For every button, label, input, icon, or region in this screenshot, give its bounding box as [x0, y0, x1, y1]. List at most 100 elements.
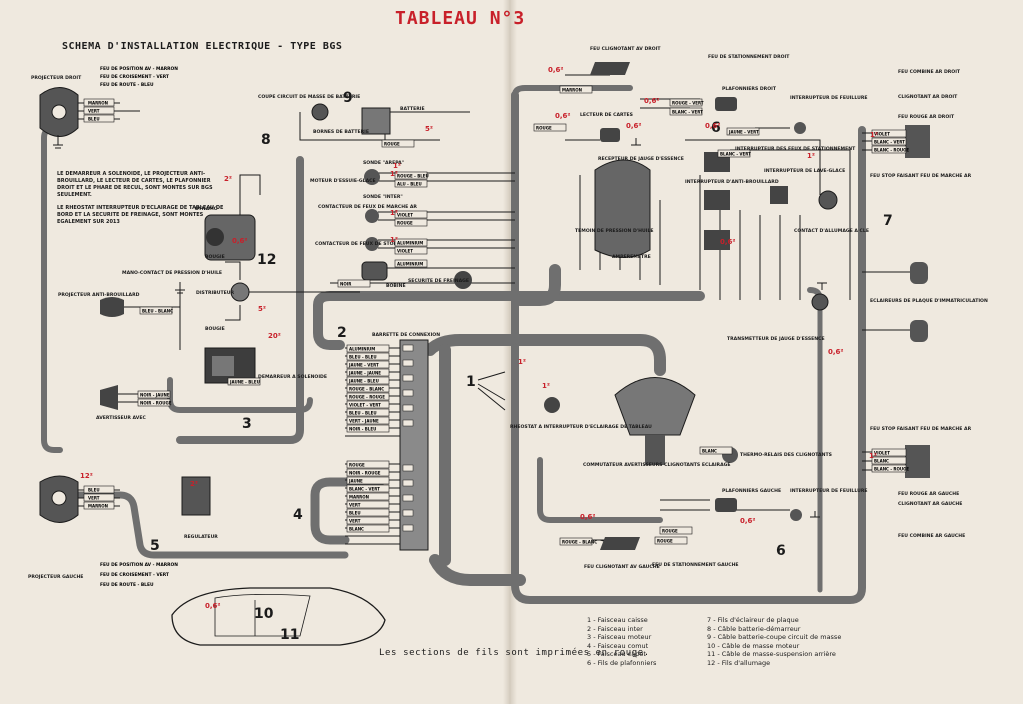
label-feu-stop-g: FEU STOP FAISANT FEU DE MARCHE AR: [870, 426, 972, 432]
callout-11: 11: [280, 627, 299, 643]
label-interrupteur-stationnement: INTERRUPTEUR DES FEUX DE STATIONNEMENT: [735, 146, 856, 152]
demarreur-solenoide: [212, 356, 234, 376]
harness-dash: [514, 264, 561, 306]
wire-label-barrette-top-box: [346, 344, 390, 353]
wire-label-barrette-bottom-box: [346, 516, 390, 525]
interrupteur-feuillure-droit: [794, 122, 806, 134]
projector-function-labels: FEU DE POSITION AV - MARRON FEU DE CROIS…: [100, 66, 178, 588]
wire-proj-d-2: BLEU: [88, 117, 100, 122]
wire-label-misc-box: [337, 279, 371, 288]
legend-item: 10 - Câble de masse moteur: [707, 641, 800, 650]
wire-label-misc-box: [726, 127, 760, 136]
label-plafonnier-gauche: PLAFONNIERS GAUCHE: [722, 488, 781, 494]
label-feu-stationnement-droit: FEU DE STATIONNEMENT DROIT: [708, 54, 790, 60]
label-feu-rouge-arg: FEU ROUGE AR GAUCHE: [898, 491, 959, 497]
label-feu-combine-ard: FEU COMBINE AR DROIT: [898, 69, 961, 75]
batterie-body: [361, 107, 391, 135]
label-avertisseur: AVERTISSEUR AVEC: [96, 415, 146, 421]
recepteur-jauge-cluster: [594, 159, 651, 258]
wire-section-label: 0,6²: [705, 122, 720, 130]
harness-top-right: [512, 85, 633, 98]
label-projecteur-ab: PROJECTEUR ANTI-BROUILLARD: [58, 292, 140, 298]
wire-label-barrette-top: JAUNE - VERT: [348, 363, 379, 368]
barrette-terminals: [402, 344, 414, 532]
wire-label-barrette-top-box: [346, 400, 390, 409]
wire-label-misc-box: [394, 171, 428, 180]
harness-motor: [167, 377, 313, 413]
label-proj-d-0: FEU DE POSITION AV - MARRON: [100, 66, 178, 72]
label-distributeur: DISTRIBUTEUR: [196, 290, 234, 296]
wire-label-misc: NOIR - ROUGE: [140, 401, 172, 406]
wire-label-misc: BLANC - VERT: [672, 110, 703, 115]
wire-label-misc: VIOLET: [397, 249, 413, 254]
wire-label-barrette-top: ROUGE - ROUGE: [349, 395, 385, 400]
wire-label-misc-box: [394, 259, 428, 268]
contacteur-feux-recul: [365, 209, 379, 223]
harness-4: [310, 477, 385, 545]
wire-label-rear-right: BLANC - VERT: [874, 140, 905, 145]
legend-item: 3 - Faisceau moteur: [587, 633, 652, 641]
wire-label-misc: BLANC - VERT: [720, 152, 751, 157]
callout-7: 7: [883, 213, 893, 229]
interrupteur-feuillure-gauche: [790, 509, 802, 521]
wire-label-misc-box: [394, 218, 428, 227]
coupe-circuit-body: [311, 103, 329, 121]
label-feu-clignotant-avg: FEU CLIGNOTANT AV GAUCHE: [584, 564, 660, 570]
callout-6-top: 6: [711, 120, 721, 136]
label-clignotant-arg: CLIGNOTANT AR GAUCHE: [898, 501, 962, 507]
label-clignotant-ard: CLIGNOTANT AR DROIT: [898, 94, 958, 100]
harness-main-top: [424, 334, 526, 356]
harness-main-bottom: [429, 554, 526, 586]
page-title: TABLEAU N°3: [395, 8, 526, 29]
wire-label-barrette-bottom-box: [346, 484, 390, 493]
wire-label-rear-left-box: [871, 448, 907, 457]
label-bougie-2: BOUGIE: [205, 326, 225, 332]
wire-section-label: 0,6²: [828, 348, 843, 356]
label-securite-freinage: SECURITE DE FREINAGE: [408, 278, 469, 284]
securite-freinage: [454, 271, 472, 289]
label-commutateur: COMMUTATEUR AVERTISSEURS CLIGNOTANTS ECL…: [583, 462, 731, 468]
label-feuillure-gauche: INTERRUPTEUR DE FEUILLURE: [790, 488, 868, 494]
wire-label-barrette-top-box: [346, 424, 390, 433]
wire-label-barrette-top-box: [346, 376, 390, 385]
wire-label-barrette-top: JAUNE - JAUNE: [348, 371, 381, 376]
wire-section-label: 0,6²: [555, 112, 570, 120]
wire: [225, 305, 241, 321]
feu-combine-ar-gauche: [905, 445, 930, 478]
wire-label-misc-box: [669, 98, 703, 107]
section-label-group: 0,6²0,6²0,6²0,6²1²1²1²1²2²2²5²5²12²20²0,…: [80, 66, 878, 610]
label-bobine: BOBINE: [386, 283, 406, 289]
wire-label-misc-box: [394, 246, 428, 255]
wire-proj-g-1: VERT: [88, 496, 100, 501]
callout-10: 10: [254, 606, 274, 622]
wire-label-misc: ALUMINIUM: [397, 241, 423, 246]
callout-9: 9: [343, 90, 353, 106]
harness-comut: [514, 334, 666, 376]
wire-label-barrette-bottom-box: [346, 492, 390, 501]
label-bornes: BORNES DE BATTERIE: [313, 129, 369, 135]
callout-group: 1 2 3 4 5 6 6 7 8 9 10 11 12: [150, 90, 893, 643]
wire-label-barrette-top: BLEU - BLEU: [349, 355, 377, 360]
moteur-essuie-glace: [364, 169, 380, 185]
wire-label-barrette-top-box: [346, 352, 390, 361]
wire-label-barrette-bottom: NOIR - ROUGE: [349, 471, 381, 476]
wire-label-barrette-top-box: [346, 368, 390, 377]
wire-label-rear-left: BLANC - ROUGE: [874, 467, 909, 472]
wire-section-label: 20²: [268, 332, 281, 340]
wire-section-label: 0,6²: [740, 517, 755, 525]
plafonnier-droit: [715, 97, 737, 111]
wire-label-barrette-bottom: JAUNE: [348, 479, 363, 484]
wire-label-barrette-top: NOIR - BLEU: [349, 427, 376, 432]
wire-label-barrette-top: VERT - JAUNE: [349, 419, 379, 424]
wire-label-misc-box: [394, 210, 428, 219]
plafonnier-gauche: [715, 498, 737, 512]
commutateur-stem: [645, 435, 665, 465]
wire-label-barrette-bottom-box: [346, 508, 390, 517]
note-2: LE RHEOSTAT INTERRUPTEUR D'ECLAIRAGE DE …: [57, 205, 224, 225]
wire-section-label: 5²: [258, 305, 266, 313]
wire-label-misc-box: [381, 139, 415, 148]
wire-label-barrette-top-box: [346, 384, 390, 393]
wire-section-label: 0,6²: [580, 513, 595, 521]
wire: [299, 112, 440, 141]
wire-section-label: 1²: [542, 382, 550, 390]
